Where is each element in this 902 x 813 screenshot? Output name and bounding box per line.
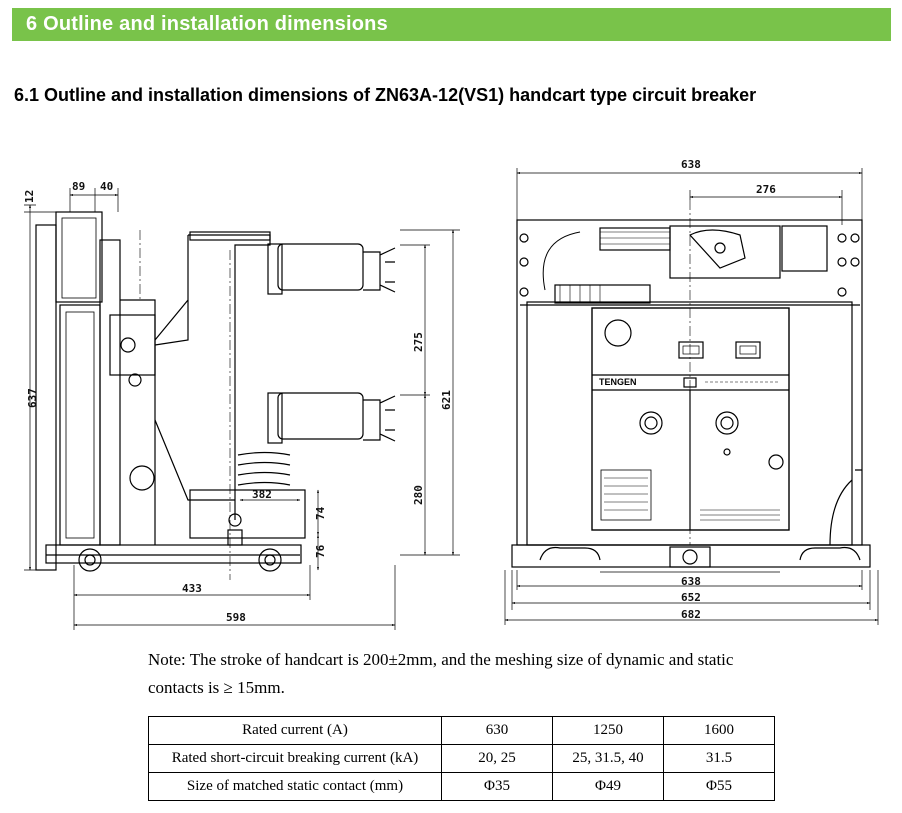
dim-652-label: 652: [681, 591, 701, 604]
table-cell: 1600: [663, 716, 775, 745]
note-text: Note: The stroke of handcart is 200±2mm,…: [148, 650, 734, 697]
section-title: 6 Outline and installation dimensions: [26, 13, 388, 35]
section-header-banner: 6 Outline and installation dimensions: [12, 8, 891, 41]
table-row: Rated short-circuit breaking current (kA…: [148, 744, 775, 773]
dim-280-label: 280: [412, 485, 425, 505]
table-cell: Size of matched static contact (mm): [148, 772, 442, 801]
table-cell: Φ35: [441, 772, 553, 801]
dim-276-label: 276: [756, 183, 776, 196]
dim-74-label: 74: [314, 506, 327, 520]
front-view-drawing: [511, 200, 871, 573]
dim-89-label: 89: [72, 180, 85, 193]
spec-table: Rated current (A) 630 1250 1600 Rated sh…: [148, 716, 775, 801]
dim-621-label: 621: [440, 390, 453, 410]
table-row: Size of matched static contact (mm) Φ35 …: [148, 772, 775, 801]
table-cell: Φ55: [663, 772, 775, 801]
dim-637-label: 637: [26, 388, 39, 408]
side-view-drawing: [35, 211, 396, 580]
table-cell: 630: [441, 716, 553, 745]
dim-682-label: 682: [681, 608, 701, 621]
dim-76-label: 76: [314, 544, 327, 558]
table-cell: Rated current (A): [148, 716, 442, 745]
dim-12-label: 12: [23, 190, 36, 203]
technical-drawing: 89 40 12 637 275 621 280 382 74 76 433 5…: [23, 158, 879, 630]
front-view-dimension-lines: [504, 168, 879, 625]
table-cell: 31.5: [663, 744, 775, 773]
table-cell: 1250: [552, 716, 664, 745]
dim-382-label: 382: [252, 488, 272, 501]
dim-638-bottom-label: 638: [681, 575, 701, 588]
brand-label: TENGEN: [599, 377, 637, 387]
table-row: Rated current (A) 630 1250 1600: [148, 716, 775, 745]
dim-598-label: 598: [226, 611, 246, 624]
table-cell: 20, 25: [441, 744, 553, 773]
dim-638-top-label: 638: [681, 158, 701, 171]
dim-275-label: 275: [412, 332, 425, 352]
side-view-dimension-lines: [24, 188, 460, 630]
dim-40-label: 40: [100, 180, 113, 193]
table-cell: Φ49: [552, 772, 664, 801]
table-cell: 25, 31.5, 40: [552, 744, 664, 773]
subsection-title: 6.1 Outline and installation dimensions …: [14, 85, 757, 105]
dim-433-label: 433: [182, 582, 202, 595]
table-cell: Rated short-circuit breaking current (kA…: [148, 744, 442, 773]
